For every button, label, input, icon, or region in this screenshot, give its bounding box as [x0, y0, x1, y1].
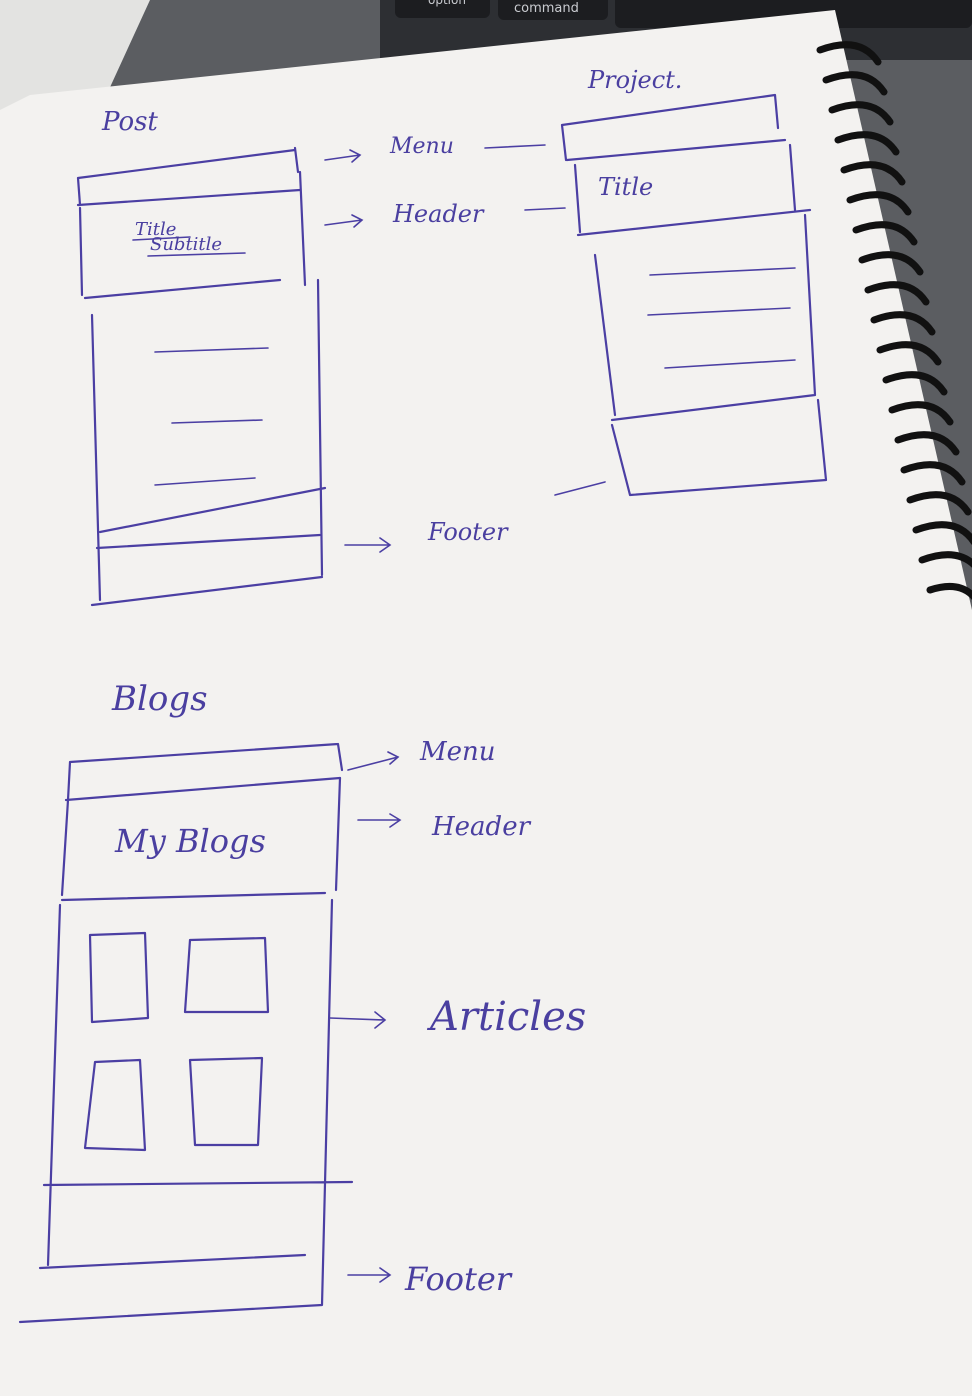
blogs-header-label: Header: [431, 812, 532, 842]
project-heading: Project.: [587, 66, 682, 94]
option-key: [395, 0, 490, 18]
articles-grid: [83, 931, 270, 1152]
blogs-menu-label: Menu: [419, 737, 496, 767]
post-heading: Post: [101, 107, 158, 137]
blogs-articles-label: Articles: [426, 994, 586, 1040]
post-header-label: Header: [392, 200, 485, 228]
blogs-footer-label: Footer: [404, 1260, 513, 1298]
spiral-binding: [816, 41, 972, 600]
project-title-text: Title: [598, 173, 653, 201]
option-key-label: option: [428, 0, 466, 7]
command-key: [498, 0, 608, 20]
post-footer-label: Footer: [427, 518, 509, 546]
project-sketch: Project. Title: [554, 66, 828, 497]
blogs-heading: Blogs: [111, 679, 208, 719]
post-sketch: Post Title Subtitle Menu Header Footer: [76, 107, 566, 607]
post-subtitle-text: Subtitle: [150, 234, 222, 255]
blogs-sketch: Blogs My Blogs Menu Header Articles Foot…: [18, 679, 586, 1324]
spacebar-key: [615, 0, 972, 28]
notebook-page: [0, 10, 972, 1396]
post-menu-label: Menu: [389, 134, 454, 159]
post-title-text: Title: [135, 219, 176, 240]
blogs-header-text: My Blogs: [114, 822, 266, 860]
command-key-label: command: [514, 1, 579, 16]
